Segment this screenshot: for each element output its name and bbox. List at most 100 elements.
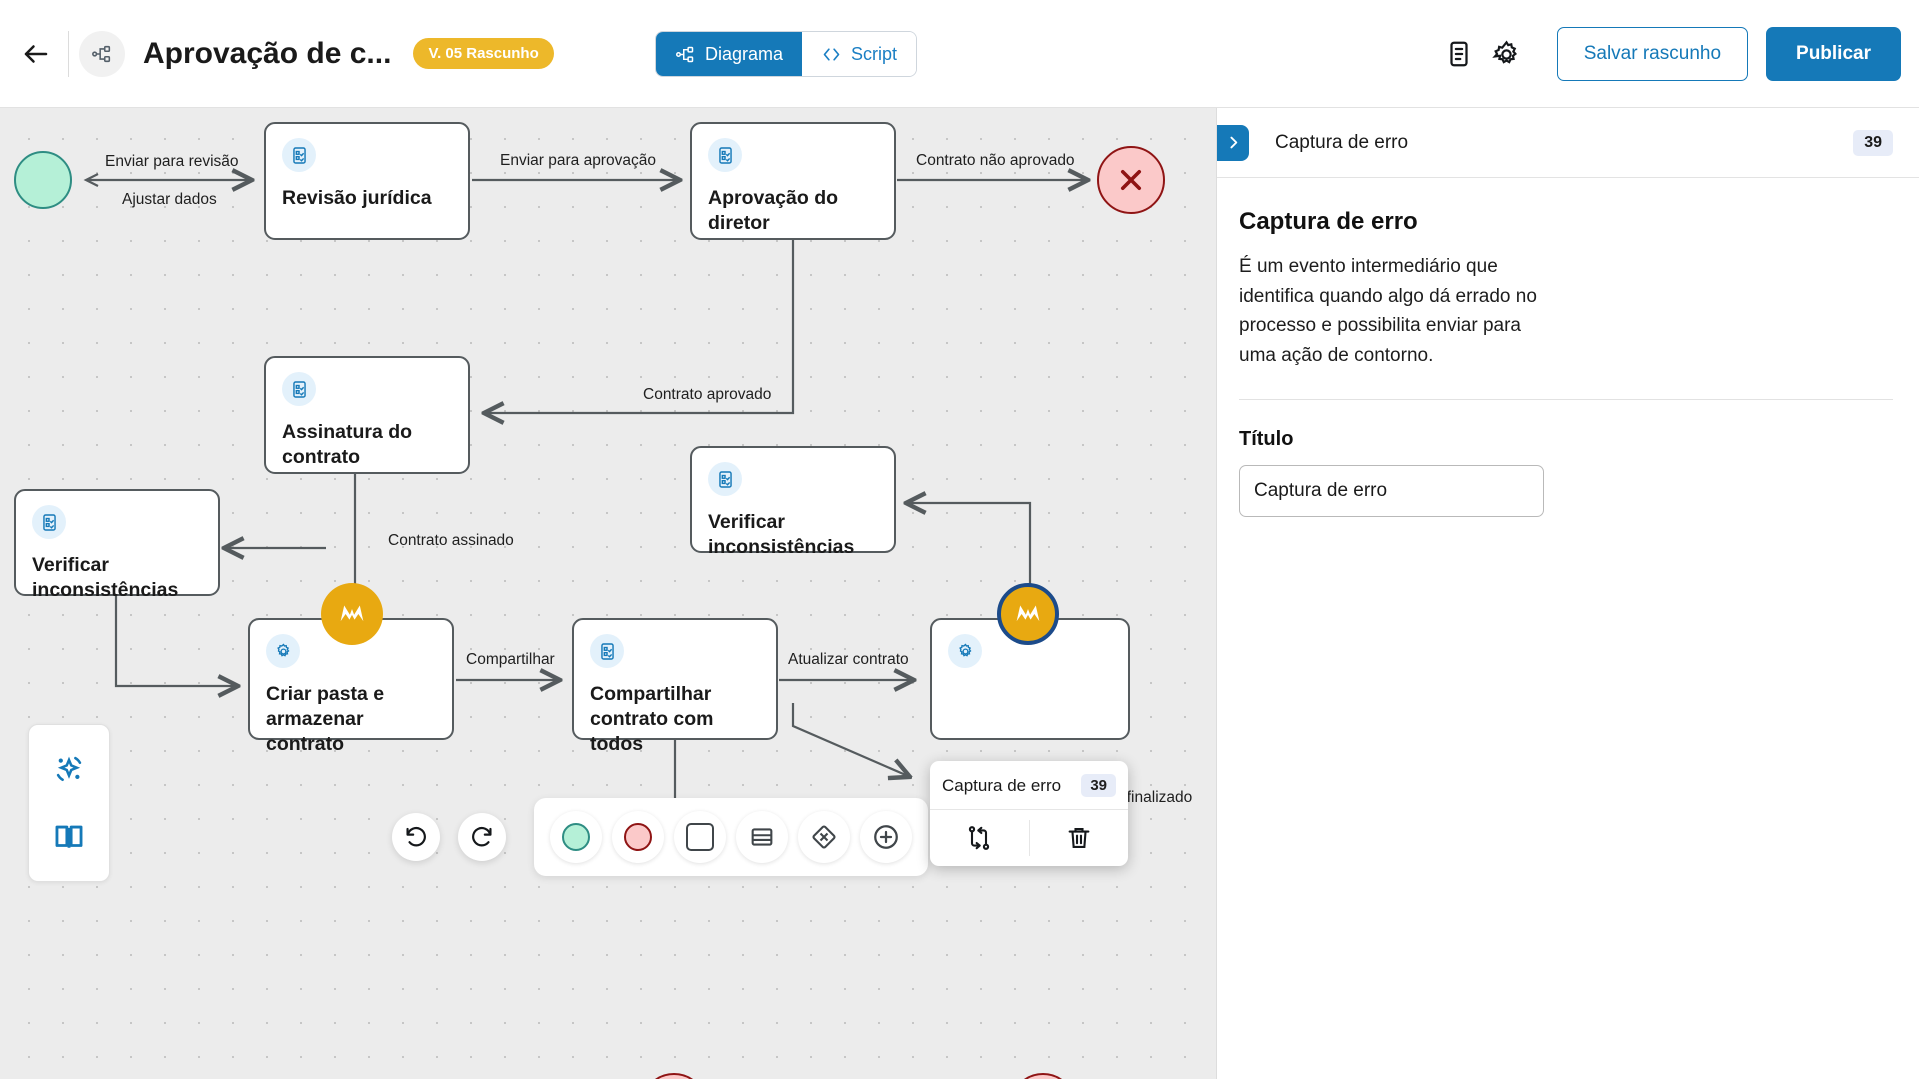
node-aprovacao-diretor[interactable]: Aprovação do diretor	[690, 122, 896, 240]
node-context-menu[interactable]: Captura de erro 39	[930, 761, 1128, 866]
integration-gear-icon	[266, 634, 300, 668]
edge-label: Enviar para revisão	[105, 153, 239, 170]
form-task-icon	[708, 462, 742, 496]
plus-circle-icon	[874, 825, 898, 849]
end-event-error[interactable]	[1097, 146, 1165, 214]
circle-green-icon	[562, 823, 590, 851]
form-task-icon	[32, 505, 66, 539]
redo-icon	[472, 827, 492, 847]
mode-switch: Diagrama Script	[655, 31, 918, 77]
left-tool-panel	[28, 724, 110, 882]
form-task-icon	[590, 634, 624, 668]
document-button[interactable]	[1435, 30, 1483, 78]
panel-title: Captura de erro	[1239, 208, 1418, 235]
settings-button[interactable]	[1483, 30, 1531, 78]
tab-diagrama[interactable]: Diagrama	[656, 32, 803, 76]
code-brackets-icon	[823, 47, 840, 61]
error-capture-event[interactable]	[321, 583, 383, 645]
form-task-icon	[282, 372, 316, 406]
error-capture-event-selected[interactable]	[997, 583, 1059, 645]
start-event[interactable]	[14, 151, 72, 209]
node-compartilhar-contrato[interactable]: Compartilhar contrato com todos	[572, 618, 778, 755]
diamond-icon	[812, 825, 836, 849]
back-button[interactable]	[8, 26, 64, 82]
redo-button[interactable]	[458, 813, 506, 861]
node-label: Criar pasta e armazenar contrato	[266, 683, 385, 755]
panel-divider	[1239, 398, 1893, 400]
panel-header-badge: 39	[1853, 129, 1893, 156]
context-menu-actions	[930, 810, 1128, 866]
edge-label: Compartilhar	[466, 651, 555, 668]
flow-nodes-icon	[92, 45, 111, 62]
panel-body: Captura de erro É um evento intermediári…	[1217, 178, 1919, 517]
shape-gateway[interactable]	[798, 811, 850, 863]
app-header: Aprovação de c... V. 05 Rascunho Diagram…	[0, 0, 1919, 108]
publish-button[interactable]: Publicar	[1766, 27, 1901, 81]
context-menu-badge: 39	[1081, 774, 1116, 797]
shape-start-event[interactable]	[550, 811, 602, 863]
edge-label: Ajustar dados	[122, 191, 217, 208]
arrow-left-icon	[24, 44, 48, 63]
edge-label: Contrato aprovado	[643, 386, 772, 403]
node-revisao-juridica[interactable]: Revisão jurídica	[264, 122, 470, 240]
branch-flow-button[interactable]	[930, 810, 1029, 866]
circle-red-icon	[624, 823, 652, 851]
header-actions: Salvar rascunho Publicar	[1435, 0, 1901, 108]
chevron-right-icon	[1229, 136, 1237, 149]
branch-flow-icon	[969, 826, 990, 850]
flow-avatar	[79, 30, 125, 77]
documentation-button[interactable]	[46, 814, 92, 860]
node-verificar-inconsistencias-right[interactable]: Verificar inconsistências	[690, 446, 896, 558]
shape-form[interactable]	[736, 811, 788, 863]
book-icon	[55, 825, 83, 848]
diagram-canvas[interactable]: Enviar para revisão Ajustar dados Enviar…	[0, 108, 1216, 1079]
gear-icon	[1492, 39, 1518, 64]
ai-assistant-button[interactable]	[46, 746, 92, 792]
form-task-icon	[708, 138, 742, 172]
edge-label: Atualizar contrato	[788, 651, 909, 668]
node-verificar-inconsistencias-left[interactable]: Verificar inconsistências	[14, 489, 220, 601]
shape-task[interactable]	[674, 811, 726, 863]
panel-description: É um evento intermediário que identifica…	[1239, 256, 1537, 366]
undo-button[interactable]	[392, 813, 440, 861]
node-label: Assinatura do contrato	[282, 421, 413, 468]
context-menu-header: Captura de erro 39	[930, 761, 1128, 810]
close-icon	[1120, 169, 1142, 191]
document-icon	[1450, 41, 1468, 67]
edge-label: Enviar para aprovação	[500, 152, 656, 169]
node-assinatura-contrato[interactable]: Assinatura do contrato	[264, 356, 470, 474]
node-label: Revisão jurídica	[282, 187, 432, 209]
version-badge: V. 05 Rascunho	[413, 38, 554, 69]
tab-diagrama-label: Diagrama	[705, 43, 784, 64]
context-menu-title: Captura de erro	[942, 775, 1062, 795]
node-label: Aprovação do diretor	[708, 187, 839, 234]
table-rows-icon	[751, 828, 773, 846]
tab-script-label: Script	[851, 43, 898, 64]
page-title: Aprovação de c...	[143, 36, 392, 70]
titulo-label: Título	[1239, 427, 1294, 450]
delete-button[interactable]	[1030, 810, 1129, 866]
flow-nodes-icon	[676, 46, 694, 62]
shape-add[interactable]	[860, 811, 912, 863]
undo-icon	[406, 827, 426, 847]
bottom-toolbar	[392, 798, 928, 876]
shape-end-event[interactable]	[612, 811, 664, 863]
header-divider	[68, 30, 69, 77]
panel-header: Captura de erro 39	[1217, 108, 1919, 178]
context-menu-separator	[1028, 820, 1030, 856]
tab-script[interactable]: Script	[802, 32, 917, 76]
edge-label: Contrato assinado	[388, 532, 514, 549]
form-task-icon	[282, 138, 316, 172]
collapse-panel-button[interactable]	[1217, 124, 1249, 161]
ai-sparkle-icon	[56, 756, 82, 782]
edge-label: Contrato não aprovado	[916, 152, 1075, 169]
node-label: Verificar inconsistências	[32, 554, 179, 601]
panel-header-title: Captura de erro	[1275, 131, 1409, 153]
integration-gear-icon	[948, 634, 982, 668]
shape-palette	[534, 798, 928, 876]
node-label: Compartilhar contrato com todos	[590, 683, 714, 755]
square-icon	[686, 823, 714, 851]
titulo-input[interactable]: Captura de erro	[1239, 464, 1544, 517]
save-draft-button[interactable]: Salvar rascunho	[1556, 27, 1749, 81]
node-label: Verificar inconsistências	[708, 511, 855, 558]
